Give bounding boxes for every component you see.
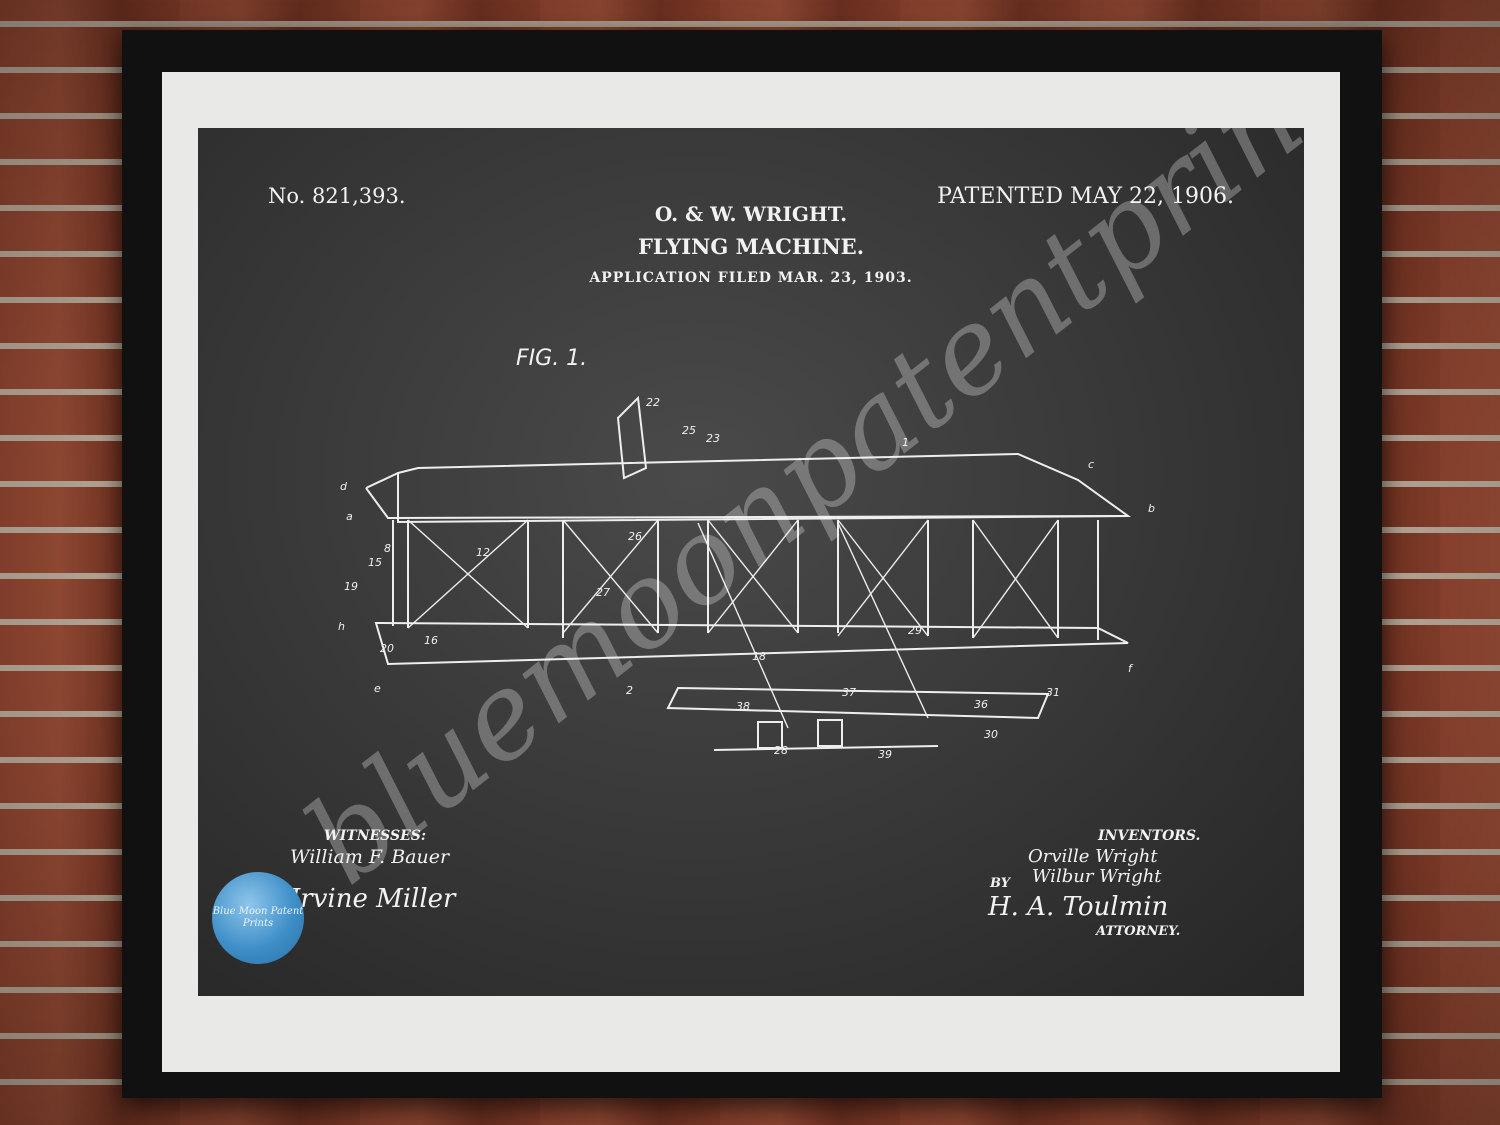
- label-26: 26: [628, 530, 642, 543]
- flying-machine-drawing: 22 25 23 1 c d a b 8 15 19 12 26 27 29 h…: [338, 395, 1155, 761]
- label-2: 2: [626, 684, 633, 697]
- chalkboard-print: No. 821,393. PATENTED MAY 22, 1906. O. &…: [198, 128, 1304, 996]
- figure-label: FIG. 1.: [516, 346, 588, 371]
- patent-number: No. 821,393.: [268, 184, 406, 208]
- label-h: h: [338, 620, 345, 633]
- label-23: 23: [706, 432, 720, 445]
- label-27: 27: [596, 586, 610, 599]
- upper-wing-lower-edge: [365, 487, 1129, 520]
- label-38: 38: [736, 700, 750, 713]
- patent-date: PATENTED MAY 22, 1906.: [937, 184, 1234, 209]
- label-37: 37: [842, 686, 856, 699]
- inventor-signature-1: Orville Wright: [1028, 846, 1158, 867]
- elevator-skid: [713, 745, 939, 751]
- label-b: b: [1148, 502, 1155, 515]
- by-label: BY: [990, 876, 1011, 891]
- label-1: 1: [902, 436, 909, 449]
- label-c: c: [1088, 458, 1094, 471]
- label-19: 19: [344, 580, 358, 593]
- label-30: 30: [984, 728, 998, 741]
- attorney-signature: H. A. Toulmin: [988, 892, 1169, 922]
- label-28: 28: [774, 744, 788, 757]
- witness-signature-2: Irvine Miller: [290, 884, 456, 914]
- label-f: f: [1128, 662, 1134, 675]
- patent-title: FLYING MACHINE.: [637, 234, 865, 259]
- label-a: a: [346, 510, 353, 523]
- elevator-mount-right: [817, 719, 843, 747]
- label-18: 18: [752, 650, 766, 663]
- label-20: 20: [380, 642, 394, 655]
- label-36: 36: [974, 698, 988, 711]
- label-16: 16: [424, 634, 438, 647]
- drawing-reference-labels: 22 25 23 1 c d a b 8 15 19 12 26 27 29 h…: [338, 396, 1155, 761]
- upper-wing-edge: [365, 472, 399, 489]
- rudder-shape: [616, 395, 648, 480]
- label-31: 31: [1046, 686, 1060, 699]
- witness-signature-1: William F. Bauer: [290, 846, 450, 868]
- attorney-label: ATTORNEY.: [1096, 924, 1181, 939]
- label-25: 25: [682, 424, 696, 437]
- wing-struts: [392, 520, 1099, 640]
- label-39: 39: [878, 748, 892, 761]
- label-12: 12: [476, 546, 490, 559]
- label-e: e: [374, 682, 381, 695]
- elevator-plane: [666, 686, 1050, 720]
- cross-bracing: [407, 519, 1059, 729]
- witnesses-heading: WITNESSES:: [324, 828, 427, 844]
- label-29: 29: [908, 624, 922, 637]
- elevator-mount-left: [757, 721, 783, 749]
- inventors-heading: INVENTORS.: [1098, 828, 1201, 844]
- inventor-signature-2: Wilbur Wright: [1032, 866, 1162, 887]
- lower-wing: [374, 621, 1129, 666]
- label-d: d: [340, 480, 348, 493]
- application-filed-line: APPLICATION FILED MAR. 23, 1903.: [589, 270, 913, 286]
- blue-moon-logo: Blue Moon Patent Prints: [212, 872, 304, 964]
- label-8: 8: [384, 542, 391, 555]
- logo-text: Blue Moon Patent Prints: [212, 906, 304, 929]
- upper-wing: [397, 452, 1132, 524]
- label-22: 22: [646, 396, 660, 409]
- label-15: 15: [368, 556, 382, 569]
- inventor-names-heading: O. & W. WRIGHT.: [654, 202, 848, 226]
